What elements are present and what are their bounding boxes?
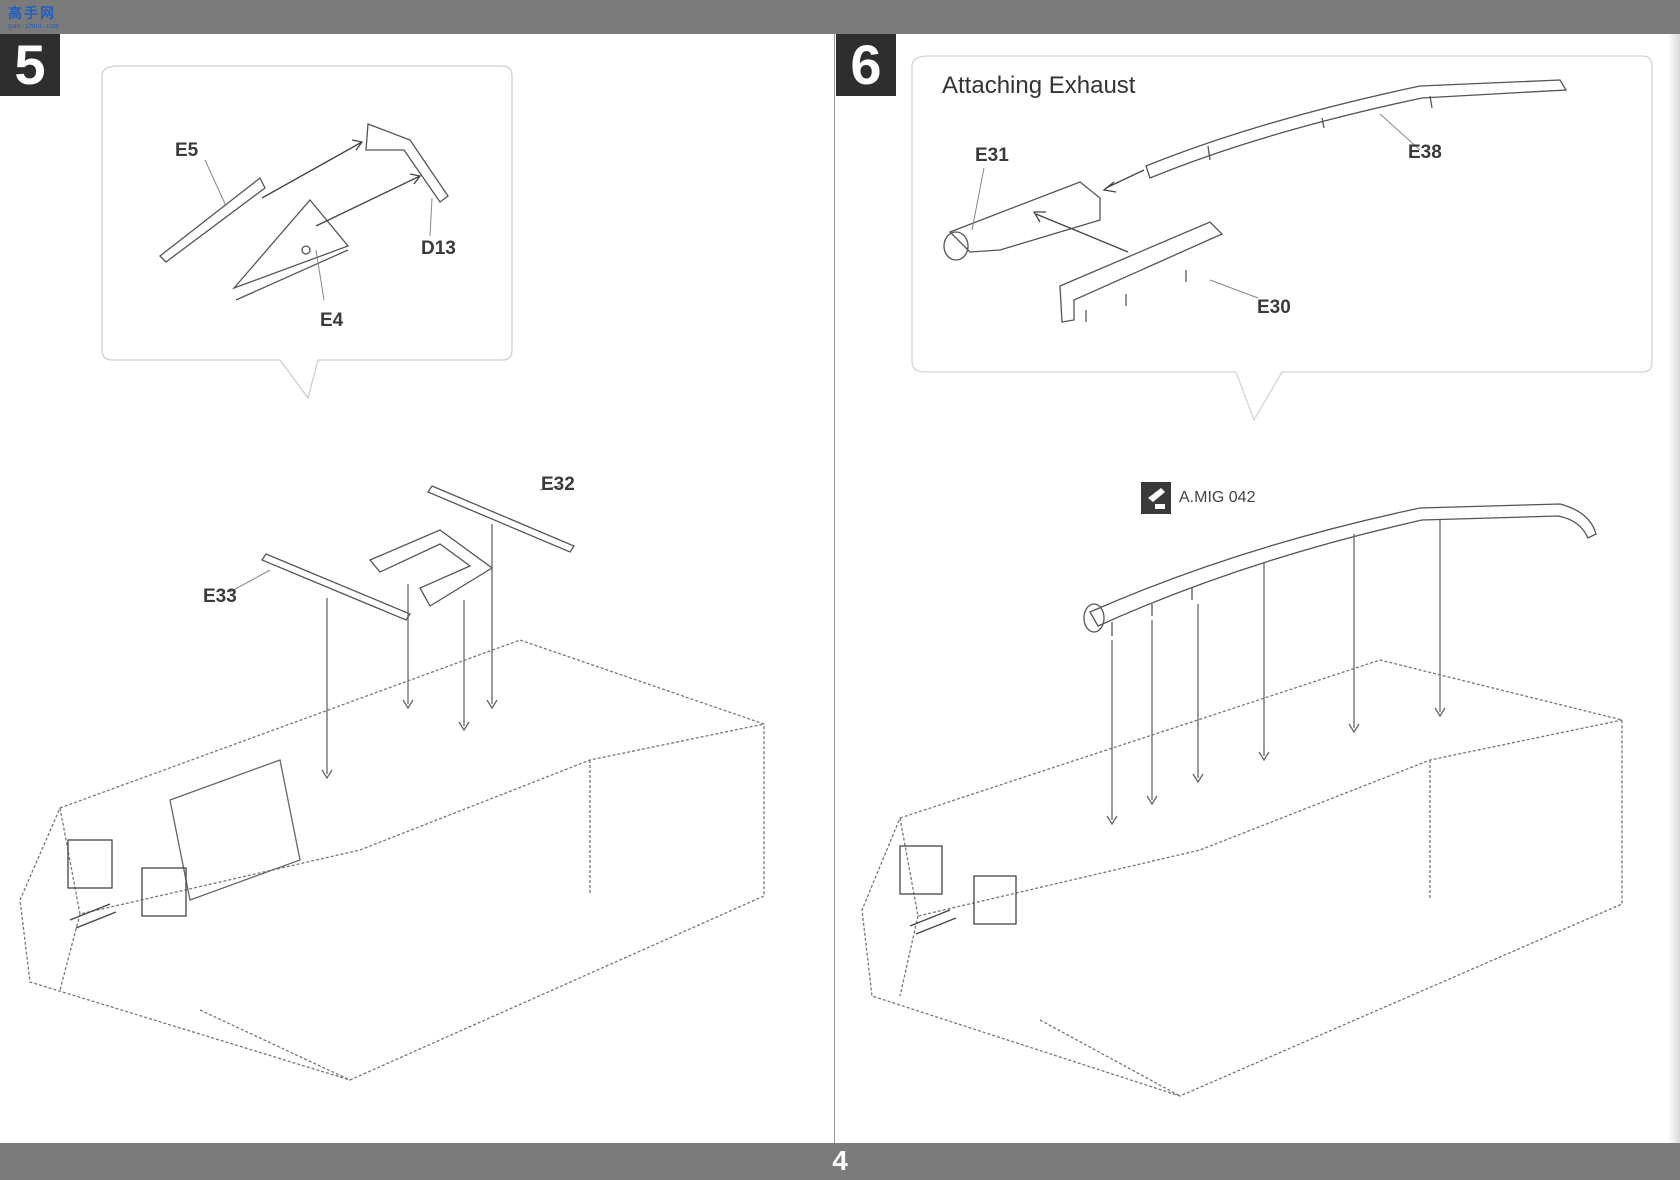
assembled-exhaust	[1089, 503, 1597, 627]
site-watermark: 高手网 gao-shou.com	[8, 6, 70, 34]
bottom-band	[0, 1143, 1680, 1180]
part-e31-shape	[948, 181, 1101, 253]
arrow-e4-to-d13	[315, 173, 422, 227]
paint-code: A.MIG 042	[1179, 489, 1256, 506]
part-e33-shape	[261, 553, 411, 621]
part-e4-shape	[231, 198, 350, 301]
watermark-url: gao-shou.com	[8, 22, 59, 30]
part-label-e30: E30	[1257, 297, 1291, 318]
step-5-hull	[19, 639, 765, 1081]
part-e5-shape	[159, 176, 266, 263]
part-label-e38: E38	[1408, 142, 1442, 163]
part-e38-shape	[1145, 79, 1568, 179]
watermark-text: 高手网	[8, 6, 56, 22]
top-band	[0, 0, 1680, 34]
step-6-title: Attaching Exhaust	[942, 72, 1136, 99]
paint-reference: A.MIG 042	[1141, 482, 1255, 514]
part-label-e33: E33	[203, 586, 237, 607]
paint-brush-icon	[1141, 482, 1171, 514]
part-label-d13: D13	[421, 238, 456, 259]
arrow-e5-to-d13	[261, 139, 364, 199]
page-number: 4	[832, 1145, 848, 1176]
step-6-hull	[861, 659, 1623, 1097]
part-e32-shape	[427, 485, 575, 553]
part-label-e5: E5	[175, 140, 199, 161]
part-label-e31: E31	[975, 145, 1009, 166]
part-d13-shape	[365, 123, 449, 203]
bracket-shape	[368, 529, 494, 607]
step-5-badge: 5	[0, 34, 60, 96]
page-divider	[834, 34, 835, 1143]
page-edge-shadow	[1668, 34, 1680, 1143]
part-label-e32: E32	[541, 474, 575, 495]
step-6-callout-box	[911, 55, 1653, 422]
part-label-e4: E4	[320, 310, 344, 331]
part-e30-shape	[1059, 221, 1224, 323]
step-6-badge: 6	[836, 34, 896, 96]
step-5-callout-box	[101, 65, 513, 400]
